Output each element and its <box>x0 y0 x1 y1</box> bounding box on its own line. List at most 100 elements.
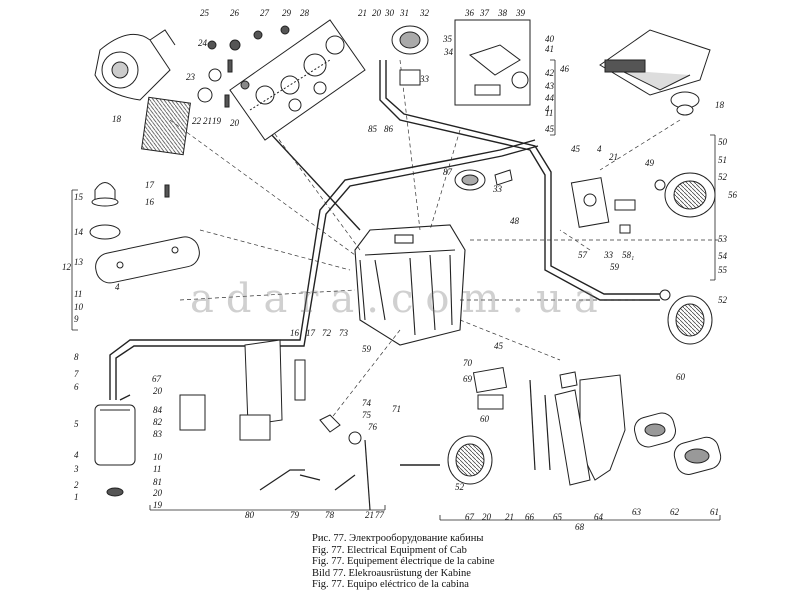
callout: 16 <box>290 328 300 338</box>
callout: 29 <box>282 8 292 18</box>
callout: 73 <box>339 328 349 338</box>
rear-bracket <box>554 371 626 486</box>
callout: 27 <box>260 8 270 18</box>
callout: 69 <box>463 374 473 384</box>
callout: 86 <box>384 124 394 134</box>
figure-captions: Рис. 77. Электрооборудование кабины Fig.… <box>312 533 632 591</box>
work-lamp-right <box>654 172 716 218</box>
callout: 21 <box>609 152 618 162</box>
callout: 65 <box>553 512 563 522</box>
callout: 45 <box>494 341 504 351</box>
callout: 59 <box>362 344 372 354</box>
relay-panel <box>570 177 636 234</box>
callout: 83 <box>153 429 163 439</box>
callout: 84 <box>153 405 163 415</box>
callout: 59 <box>610 262 620 272</box>
horn-unit <box>391 25 429 86</box>
callout: 58₁ <box>622 250 634 260</box>
callout: 56 <box>728 190 738 200</box>
callout: 85 <box>368 124 378 134</box>
callout: 11 <box>74 289 82 299</box>
callout: 71 <box>392 404 401 414</box>
callout: 33 <box>492 184 503 194</box>
callout: 5 <box>74 419 79 429</box>
caption-es: Fig. 77. Equipo eléctrico de la cabina <box>312 579 469 591</box>
callout: 68 <box>575 522 585 530</box>
fuse-box <box>454 19 531 106</box>
callout: 4 <box>74 450 79 460</box>
callout: 21 <box>505 512 514 522</box>
callout: 20 <box>153 488 163 498</box>
callout: 46 <box>560 64 570 74</box>
callout: 26 <box>230 8 240 18</box>
switches-top <box>197 25 290 108</box>
callout: 9 <box>74 314 79 324</box>
callout: 18 <box>112 114 122 124</box>
callout: 19 <box>212 116 222 126</box>
callout: 51 <box>718 155 727 165</box>
callout: 21 <box>365 510 374 520</box>
callout: 49 <box>645 158 655 168</box>
callout: 43 <box>545 81 555 91</box>
lower-left-panel <box>179 339 362 445</box>
callout: 55 <box>718 265 728 275</box>
callout: 3 <box>73 464 79 474</box>
callout: 8 <box>74 352 79 362</box>
callout: 25 <box>200 8 210 18</box>
callout: 52 <box>718 295 728 305</box>
headlamp-lower <box>400 435 493 485</box>
callout: 38 <box>497 8 508 18</box>
callout: 42 <box>545 68 555 78</box>
callout: 63 <box>632 507 642 517</box>
callout: 17 <box>145 180 155 190</box>
callout: 57 <box>578 250 588 260</box>
callout: 52 <box>455 482 465 492</box>
callout: 41 <box>545 44 554 54</box>
relay-plate-70 <box>472 366 508 410</box>
callout: 35 <box>442 34 453 44</box>
callout: 81 <box>153 477 162 487</box>
callout: 23 <box>186 72 196 82</box>
callout: 19 <box>153 500 163 510</box>
callout: 87 <box>443 167 453 177</box>
callout: 10 <box>153 452 163 462</box>
callout: 82 <box>153 417 163 427</box>
instrument-panel <box>229 19 366 141</box>
group-brackets <box>71 59 721 521</box>
callout: 18 <box>715 100 725 110</box>
callout: 77 <box>375 510 385 520</box>
callout: 2 <box>74 480 79 490</box>
callout: 60 <box>676 372 686 382</box>
callout: 32 <box>419 8 430 18</box>
heater-fan-unit <box>94 29 191 156</box>
cab-frame <box>354 224 466 346</box>
wiring-harness <box>109 60 660 401</box>
callout: 44 <box>545 93 555 103</box>
callout: 78 <box>325 510 335 520</box>
callout: 22 <box>192 116 202 126</box>
callout: 11 <box>545 108 553 118</box>
callout: 20 <box>153 386 163 396</box>
callout: 24 <box>198 38 208 48</box>
callout: 33 <box>603 250 614 260</box>
callout: 48 <box>510 216 520 226</box>
callout: 21 <box>203 116 212 126</box>
callout: 66 <box>525 512 535 522</box>
callout: 21 <box>358 8 367 18</box>
rear-lamp-62 <box>633 412 677 448</box>
callout: 67 <box>465 512 475 522</box>
callout: 62 <box>670 507 680 517</box>
callout: 37 <box>479 8 490 18</box>
callout: 53 <box>718 234 728 244</box>
callout: 80 <box>245 510 255 520</box>
callout: 50 <box>718 137 728 147</box>
callout: 39 <box>515 8 526 18</box>
callout: 67 <box>152 374 162 384</box>
callout: 45 <box>545 124 555 134</box>
beacon-lamp-top-right <box>599 29 711 116</box>
callout: 4 <box>545 104 550 114</box>
callout: 11 <box>153 464 161 474</box>
callout: 17 <box>306 328 316 338</box>
callout: 4 <box>597 144 602 154</box>
callout: 75 <box>362 410 372 420</box>
